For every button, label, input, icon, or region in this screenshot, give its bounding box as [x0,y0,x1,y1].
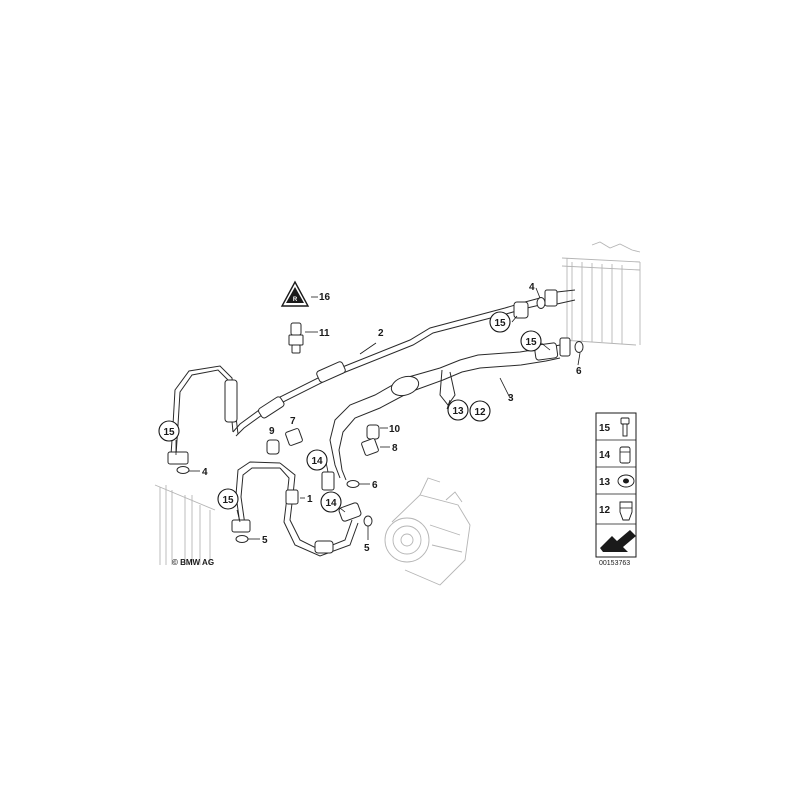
svg-text:14: 14 [325,498,337,509]
callout-15-left-bottom: 15 [217,488,239,510]
clip-icon [619,501,633,521]
callout-10: 10 [389,424,401,435]
nut-icon [619,446,631,464]
callout-5-right: 5 [364,543,370,554]
parts-legend: 15 14 13 12 [595,412,637,558]
svg-text:14: 14 [311,456,323,467]
callout-4-top: 4 [529,282,535,293]
callout-3: 3 [508,393,514,404]
callout-15-right: 15 [520,330,542,352]
condenser-outline [154,484,216,565]
callout-5-left: 5 [262,535,268,546]
callout-12: 12 [469,400,491,422]
callout-14-lower: 14 [320,491,342,513]
refrigerant-line-3 [329,342,561,481]
callout-13: 13 [447,399,469,421]
valve-7 [285,428,303,446]
compressor-outline [384,477,471,586]
callout-6-mid: 6 [372,480,378,491]
callout-9: 9 [269,426,275,437]
o-ring-4-left [176,466,190,474]
svg-text:15: 15 [494,318,506,329]
valve-cap-10 [366,424,380,440]
o-ring-6-top [574,341,584,353]
bracket-top [513,301,529,319]
callout-6-top: 6 [576,366,582,377]
o-ring-6-mid [346,480,360,488]
legend-number-14: 14 [599,450,611,461]
refrigerant-line-1 [231,461,362,557]
callout-15-top: 15 [489,311,511,333]
callout-7: 7 [290,416,296,427]
arrow-icon [600,530,636,552]
svg-text:15: 15 [163,427,175,438]
svg-text:15: 15 [222,495,234,506]
svg-text:12: 12 [474,407,486,418]
callout-8: 8 [392,443,398,454]
callout-16: 16 [319,292,331,303]
fitting-14-upper [321,471,335,491]
svg-text:15: 15 [525,337,537,348]
flange-right [559,337,571,357]
callout-11: 11 [319,328,330,339]
radiator-outline [561,241,641,346]
callouts: 1 2 3 4 4 5 5 6 6 7 8 9 10 11 12 13 14 1… [158,282,582,554]
callout-14-upper: 14 [306,449,328,471]
bolt-icon [620,417,630,437]
legend-number-13: 13 [599,477,611,488]
r134a-warning-icon: R [280,280,310,307]
pressure-sensor-11 [288,322,304,354]
flange-top [544,289,558,307]
callout-2: 2 [378,328,384,339]
svg-text:13: 13 [452,406,464,417]
grommet-icon [617,474,635,488]
valve-cap-9 [266,439,280,455]
callout-15-left-top: 15 [158,420,180,442]
leader-lines [175,287,581,540]
callout-1: 1 [307,494,313,505]
legend-number-15: 15 [599,423,611,434]
legend-number-12: 12 [599,505,611,516]
valve-8 [361,438,379,456]
refrigerant-line-left-loop [167,365,239,465]
o-ring-5-left [235,535,249,543]
o-ring-5-right [363,515,373,527]
drawing-number: 00153763 [599,560,630,567]
svg-text:R: R [293,297,298,303]
copyright-text: © BMW AG [172,558,214,567]
callout-4-left: 4 [202,467,208,478]
o-ring-4-top [536,297,546,309]
